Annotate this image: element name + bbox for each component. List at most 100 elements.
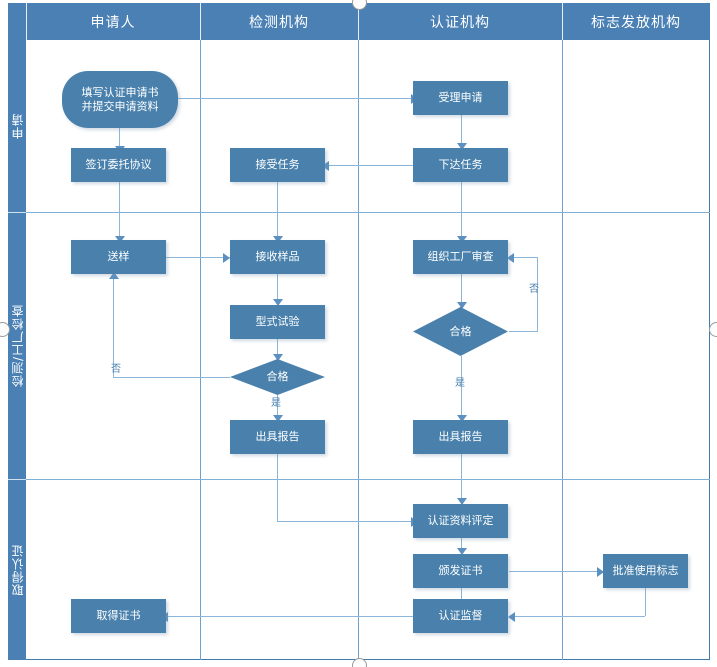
resize-handle-bottom[interactable] (352, 658, 367, 667)
resize-handle-top[interactable] (352, 0, 367, 10)
edge-sign-to-sendsample-arrow (115, 236, 125, 243)
lane-header-mark-issuing-org: 标志发放机构 (591, 14, 681, 31)
lane-divider-3 (562, 40, 563, 660)
node-certification-supervision-label: 认证监督 (438, 609, 483, 622)
edge-test-yes-v (277, 395, 278, 421)
node-issue-certificate[interactable]: 颁发证书 (413, 554, 508, 588)
edge-assign-to-accepttask-arrow (322, 161, 329, 171)
edge-approve-to-supervision-arrow (508, 612, 515, 622)
edge-issue-to-approve-arrow (597, 567, 604, 577)
edge-typetest-to-qualified (277, 339, 278, 359)
edge-test-no-h (113, 377, 230, 378)
node-assign-task-label: 下达任务 (438, 158, 483, 171)
phase-sidebar (8, 3, 26, 660)
phase-label-certification: 取得认证 (8, 479, 26, 660)
edge-audit-no-h2 (512, 257, 538, 258)
phase-label-certification-text: 取得认证 (10, 543, 25, 596)
node-sign-agreement[interactable]: 签订委托协议 (71, 148, 166, 182)
header-divider-1 (200, 3, 201, 40)
edge-approve-down (645, 588, 646, 616)
node-assign-task[interactable]: 下达任务 (413, 148, 508, 182)
node-approve-mark-use-label: 批准使用标志 (612, 564, 679, 577)
edge-audit-no-v (537, 257, 538, 331)
phase-label-application: 申请 (8, 40, 26, 212)
node-evaluate-materials[interactable]: 认证资料评定 (413, 504, 508, 538)
node-sign-agreement-label: 签订委托协议 (85, 158, 152, 171)
resize-handle-right[interactable] (709, 322, 717, 337)
edge-issue-to-supervision (461, 588, 462, 602)
node-audit-qualified[interactable]: 合格 (413, 307, 508, 356)
edge-testreport-down (277, 454, 278, 521)
header-divider-3 (562, 3, 563, 40)
node-receive-sample[interactable]: 接收样品 (230, 240, 325, 274)
edge-assign-to-audit (461, 182, 462, 241)
edge-audit-yes-v (461, 356, 462, 421)
edge-auditreport-to-evaluate (461, 454, 462, 504)
node-send-sample[interactable]: 送样 (71, 240, 166, 274)
node-accept-application-label: 受理申请 (438, 91, 483, 104)
node-send-sample-label: 送样 (107, 250, 130, 263)
edge-fill-to-sign (119, 128, 120, 151)
node-accept-task[interactable]: 接受任务 (230, 148, 325, 182)
edge-issue-to-approve (509, 571, 603, 572)
node-accept-application[interactable]: 受理申请 (413, 81, 508, 115)
node-fill-application-label: 填写认证申请书并提交申请资料 (81, 85, 159, 113)
node-certification-supervision[interactable]: 认证监督 (413, 599, 508, 633)
edge-audit-to-qualified (461, 274, 462, 307)
edge-accept-to-assign-arrow (457, 143, 467, 150)
lane-header-testing-org: 检测机构 (249, 14, 309, 31)
edge-label-test-no: 否 (111, 364, 121, 375)
node-audit-qualified-label: 合格 (449, 324, 472, 338)
edge-sign-to-sendsample (119, 182, 120, 241)
edge-supervision-to-obtain (166, 616, 413, 617)
edge-testreport-right (277, 521, 413, 522)
edge-fill-to-accept (178, 98, 413, 99)
edge-sendsample-to-receive (166, 257, 230, 258)
node-evaluate-materials-label: 认证资料评定 (427, 514, 494, 527)
resize-handle-left[interactable] (0, 322, 10, 337)
edge-label-audit-no: 否 (529, 284, 539, 295)
edge-test-yes-arrow (273, 415, 283, 422)
phase-divider-1 (26, 212, 710, 213)
phase-label-testing-text: 检测/工厂检查 (10, 303, 25, 388)
lane-divider-2 (358, 40, 359, 660)
edge-evaluate-to-issue-arrow (457, 548, 467, 555)
edge-label-test-yes: 是 (271, 398, 281, 409)
node-type-test[interactable]: 型式试验 (230, 305, 325, 339)
node-test-report[interactable]: 出具报告 (230, 420, 325, 454)
phase-divider-2 (26, 479, 710, 480)
node-obtain-certificate[interactable]: 取得证书 (71, 599, 166, 633)
edge-approve-to-supervision (513, 616, 645, 617)
phase-sidebar-sep-2 (8, 479, 26, 480)
edge-accepttask-to-receive-arrow (273, 236, 283, 243)
node-type-test-label: 型式试验 (255, 315, 300, 328)
node-test-qualified-label: 合格 (266, 370, 289, 383)
node-audit-report-label: 出具报告 (438, 430, 483, 443)
node-issue-certificate-label: 颁发证书 (438, 564, 483, 577)
phase-sidebar-sep-1 (8, 212, 26, 213)
node-fill-application[interactable]: 填写认证申请书并提交申请资料 (62, 71, 178, 128)
node-obtain-certificate-label: 取得证书 (96, 609, 141, 622)
edge-label-audit-yes: 是 (455, 378, 465, 389)
edge-assign-to-accepttask (325, 165, 413, 166)
node-organize-factory-audit-label: 组织工厂审查 (427, 250, 494, 263)
edge-audit-to-qualified-arrow (457, 302, 467, 309)
edge-audit-no-arrow (507, 253, 514, 263)
header-divider-2 (358, 3, 359, 40)
node-audit-report[interactable]: 出具报告 (413, 420, 508, 454)
node-organize-factory-audit[interactable]: 组织工厂审查 (413, 240, 508, 274)
edge-accepttask-to-receive (277, 182, 278, 241)
node-approve-mark-use[interactable]: 批准使用标志 (603, 554, 688, 588)
node-test-qualified[interactable]: 合格 (230, 359, 325, 395)
node-accept-task-label: 接受任务 (255, 158, 300, 171)
header-divider-0 (26, 3, 27, 40)
edge-receive-to-typetest-arrow (273, 299, 283, 306)
lane-header-certification-org: 认证机构 (430, 14, 490, 31)
edge-test-no-v (113, 278, 114, 377)
edge-audit-no-h1 (509, 331, 538, 332)
node-test-report-label: 出具报告 (255, 430, 300, 443)
edge-evaluate-to-issue (461, 538, 462, 552)
edge-test-no-arrow (109, 272, 119, 279)
edge-auditreport-to-evaluate-arrow (457, 498, 467, 505)
